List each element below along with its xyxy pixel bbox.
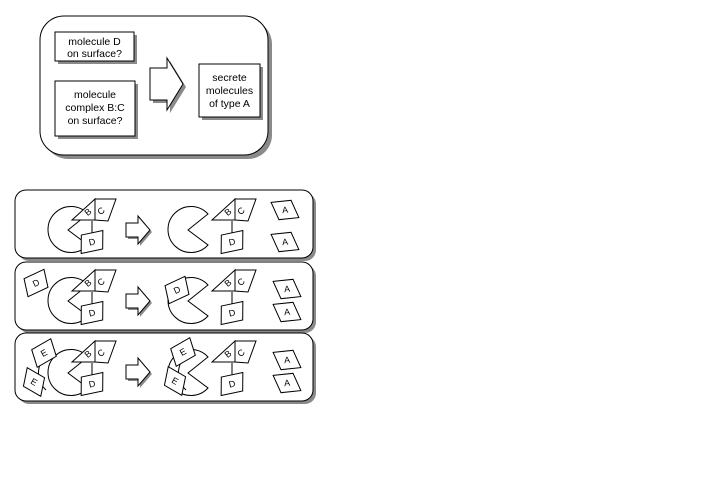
molecule-b-label: B: [82, 206, 93, 218]
molecule-a: A: [272, 372, 302, 394]
molecule-a-label: A: [283, 378, 290, 389]
molecule-d: D: [160, 275, 194, 305]
rule-panel: molecule D on surface? molecule complex …: [39, 15, 272, 159]
molecule-b-label: B: [82, 277, 93, 289]
molecule-b-label: B: [82, 348, 93, 360]
action-line-1: secrete: [212, 72, 247, 84]
molecule-e: E: [27, 338, 61, 368]
molecule-e: E: [17, 367, 51, 397]
molecule-a: A: [272, 301, 302, 323]
condition-1-line-1: molecule D: [68, 36, 121, 48]
molecule-e-label: E: [178, 346, 188, 358]
molecule-c-label: C: [235, 276, 247, 288]
molecule-d: D: [76, 229, 108, 255]
molecule-d-label: D: [88, 236, 97, 247]
molecule-b-label: B: [222, 277, 233, 289]
molecule-complex-bc: B C: [70, 339, 117, 364]
molecule-complex-bc: B C: [210, 197, 257, 222]
condition-molecule-d-box: molecule D on surface?: [54, 31, 137, 64]
molecule-c-label: C: [95, 347, 107, 359]
transition-arrow: [125, 285, 152, 317]
molecule-c-label: C: [235, 205, 247, 217]
molecule-c-label: C: [95, 205, 107, 217]
molecule-a-label: A: [281, 205, 288, 216]
condition-2-line-1: molecule: [74, 89, 116, 101]
molecule-d: D: [216, 371, 248, 397]
molecule-d-label: D: [172, 284, 183, 296]
example-row-2: B C D D B C D D: [14, 261, 316, 333]
molecule-complex-bc: B C: [210, 339, 257, 364]
molecule-a: A: [272, 278, 302, 300]
transition-arrow: [125, 214, 152, 246]
condition-1-line-2: on surface?: [67, 48, 122, 60]
molecule-d: D: [76, 300, 108, 326]
molecule-c-label: C: [235, 347, 247, 359]
rule-arrow: [149, 56, 186, 113]
condition-complex-bc-box: molecule complex B:C on surface?: [54, 80, 138, 139]
molecule-complex-bc: B C: [70, 268, 117, 293]
molecule-d-label: D: [88, 378, 97, 389]
molecule-a: A: [272, 349, 302, 371]
molecule-a-label: A: [283, 355, 290, 366]
molecule-e-label: E: [29, 376, 39, 388]
molecule-a-label: A: [283, 307, 290, 318]
molecule-d-label: D: [228, 378, 237, 389]
molecule-a-label: A: [283, 284, 290, 295]
molecule-complex-bc: B C: [70, 197, 117, 222]
molecule-complex-bc: B C: [210, 268, 257, 293]
molecule-e-label: E: [39, 347, 49, 359]
molecule-d: D: [19, 268, 53, 298]
molecule-e: E: [158, 366, 192, 396]
molecule-e: E: [166, 337, 200, 367]
action-line-2: molecules: [206, 85, 253, 97]
action-secrete-box: secrete molecules of type A: [198, 63, 263, 120]
molecule-a: A: [270, 231, 300, 253]
molecule-e-label: E: [170, 375, 180, 387]
molecule-b-label: B: [222, 206, 233, 218]
condition-2-line-2: complex B:C: [65, 102, 125, 114]
molecule-d: D: [216, 300, 248, 326]
molecule-d: D: [76, 371, 108, 397]
transition-arrow: [125, 356, 152, 388]
molecule-d-label: D: [228, 236, 237, 247]
condition-2-line-3: on surface?: [68, 115, 123, 127]
example-row-3: B C D E E B C D: [14, 332, 316, 404]
molecule-d-label: D: [228, 307, 237, 318]
molecule-a-label: A: [281, 237, 288, 248]
molecule-b-label: B: [222, 348, 233, 360]
action-line-3: of type A: [209, 98, 250, 110]
molecule-a: A: [270, 199, 300, 221]
molecule-d-label: D: [88, 307, 97, 318]
example-row-1: B C D B C D A A: [14, 189, 316, 261]
molecule-d: D: [216, 229, 248, 255]
molecule-c-label: C: [95, 276, 107, 288]
molecule-d-label: D: [31, 277, 42, 289]
cell-body: [167, 206, 209, 253]
